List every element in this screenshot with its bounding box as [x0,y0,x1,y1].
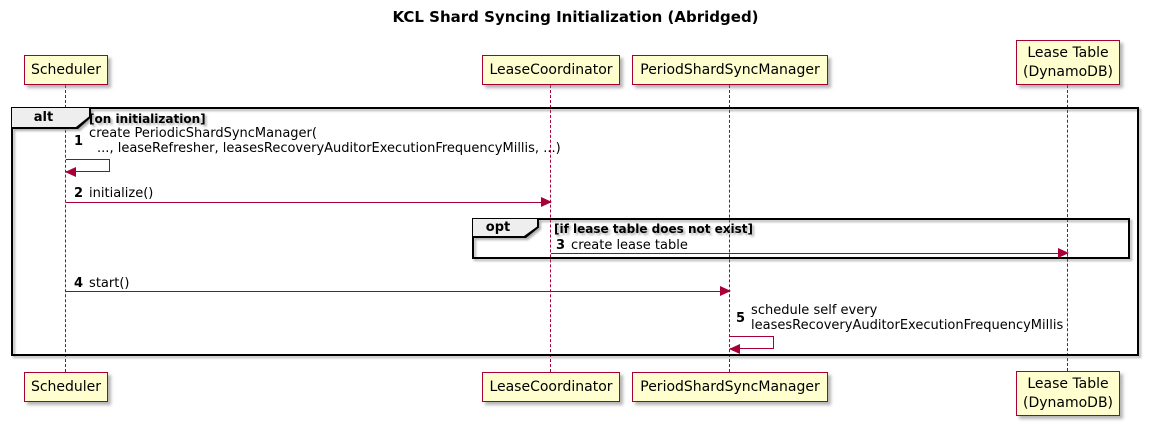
message-2-arrow [66,197,552,207]
opt-frame-condition: [if lease table does not exist] [554,222,754,236]
participant-bottom-lease-table: Lease Table (DynamoDB) [1016,371,1120,416]
lifeline-period-shard-sync-manager [729,85,730,372]
message-4-label: 4 start() [74,276,129,291]
alt-frame: alt [on initialization] [11,107,1139,356]
message-number: 3 [556,238,566,253]
participant-label: Scheduler [30,378,102,395]
opt-frame-label: opt [473,219,537,236]
participant-sublabel: (DynamoDB) [1022,63,1114,80]
arrowhead-left-icon [65,167,76,177]
message-text-line1: create PeriodicShardSyncManager( [89,126,317,141]
participant-top-lease-coordinator: LeaseCoordinator [482,55,620,85]
lifeline-lease-table [1067,85,1068,371]
message-1-label: 1 create PeriodicShardSyncManager( ..., … [74,126,561,156]
diagram-title: KCL Shard Syncing Initialization (Abridg… [392,8,759,26]
message-text-line1: schedule self every [751,303,878,318]
message-5-label: 5 schedule self every leasesRecoveryAudi… [736,303,1063,333]
participant-top-scheduler: Scheduler [24,55,108,85]
message-text: create lease table [571,238,688,253]
message-text-line2: leasesRecoveryAuditorExecutionFrequencyM… [751,318,1064,333]
arrowhead-right-icon [1058,248,1069,258]
message-number: 5 [736,310,746,326]
lifeline-lease-coordinator [550,85,551,372]
participant-top-lease-table: Lease Table (DynamoDB) [1016,40,1120,85]
message-5-self-arrow [729,336,774,354]
message-text-line2: ..., leaseRefresher, leasesRecoveryAudit… [97,141,561,156]
participant-label: LeaseCoordinator [489,61,613,78]
message-2-label: 2 initialize() [74,186,153,201]
participant-sublabel: (DynamoDB) [1022,394,1114,411]
message-text: start() [89,276,130,291]
arrowhead-right-icon [720,286,731,296]
message-3-arrow [551,248,1069,258]
participant-label: Lease Table [1027,44,1109,61]
participant-label: PeriodShardSyncManager [640,378,820,395]
arrowhead-left-icon [729,344,740,354]
alt-frame-condition: [on initialization] [89,112,206,126]
participant-label: Lease Table [1027,375,1109,392]
participant-label: LeaseCoordinator [489,378,613,395]
message-number: 4 [74,276,84,291]
message-1-self-arrow [65,159,110,177]
opt-frame: opt [if lease table does not exist] [472,218,1130,259]
opt-frame-label-shape: opt [473,219,539,238]
lifeline-scheduler [65,85,66,372]
message-number: 2 [74,186,84,201]
participant-top-period-shard-sync-manager: PeriodShardSyncManager [632,55,828,85]
message-4-arrow [66,286,731,296]
participant-bottom-lease-coordinator: LeaseCoordinator [482,372,620,402]
alt-frame-label-shape: alt [12,108,91,129]
participant-label: PeriodShardSyncManager [640,61,820,78]
alt-frame-label: alt [12,108,89,127]
participant-bottom-period-shard-sync-manager: PeriodShardSyncManager [632,372,828,402]
arrowhead-right-icon [541,197,552,207]
message-text: initialize() [89,186,154,201]
message-3-label: 3 create lease table [556,238,688,253]
message-number: 1 [74,133,84,149]
participant-bottom-scheduler: Scheduler [24,372,108,402]
participant-label: Scheduler [30,61,102,78]
